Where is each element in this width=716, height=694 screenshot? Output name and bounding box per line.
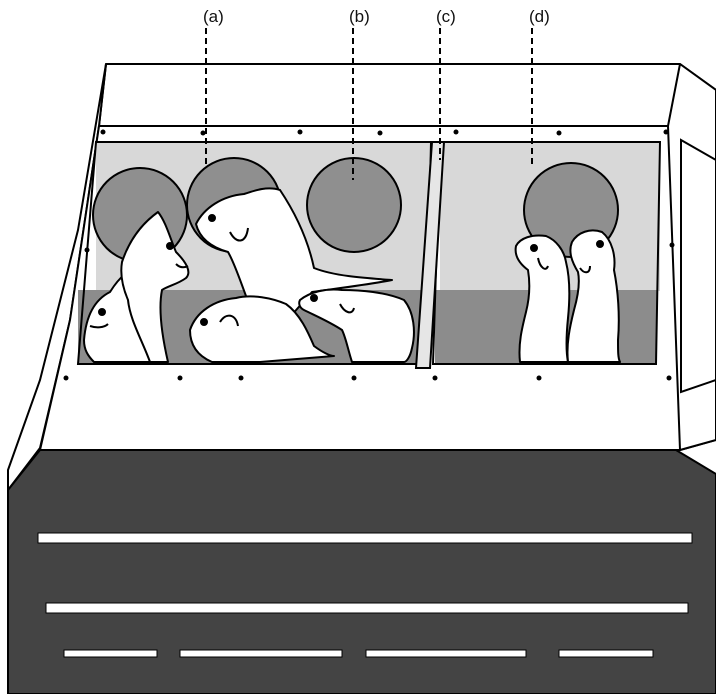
label-a: (a) <box>203 8 224 25</box>
side-window <box>681 140 716 392</box>
console-slot-4 <box>559 650 653 657</box>
console-stripe-2 <box>46 603 688 613</box>
console-slot-3 <box>366 650 526 657</box>
console-slot-2 <box>180 650 342 657</box>
label-b: (b) <box>349 8 370 25</box>
console-stripe-1 <box>38 533 692 543</box>
label-d: (d) <box>529 8 550 25</box>
console-slot-1 <box>64 650 157 657</box>
label-c: (c) <box>436 8 456 25</box>
